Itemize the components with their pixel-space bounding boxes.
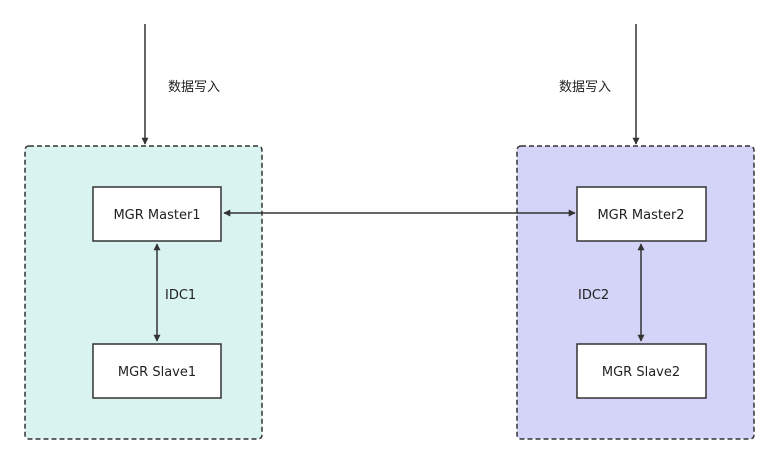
mgr-master2-label: MGR Master2: [597, 208, 684, 223]
mgr-slave2-label: MGR Slave2: [602, 365, 680, 380]
idc1-label: IDC1: [165, 288, 196, 303]
mgr-slave2-node: MGR Slave2: [576, 343, 707, 399]
idc2-label: IDC2: [578, 288, 609, 303]
mgr-master1-label: MGR Master1: [113, 208, 200, 223]
mgr-slave1-node: MGR Slave1: [92, 343, 222, 399]
mgr-slave1-label: MGR Slave1: [118, 365, 196, 380]
mgr-master1-node: MGR Master1: [92, 186, 222, 242]
write-label-right: 数据写入: [559, 80, 611, 95]
mgr-master2-node: MGR Master2: [576, 186, 707, 242]
write-label-left: 数据写入: [168, 80, 220, 95]
